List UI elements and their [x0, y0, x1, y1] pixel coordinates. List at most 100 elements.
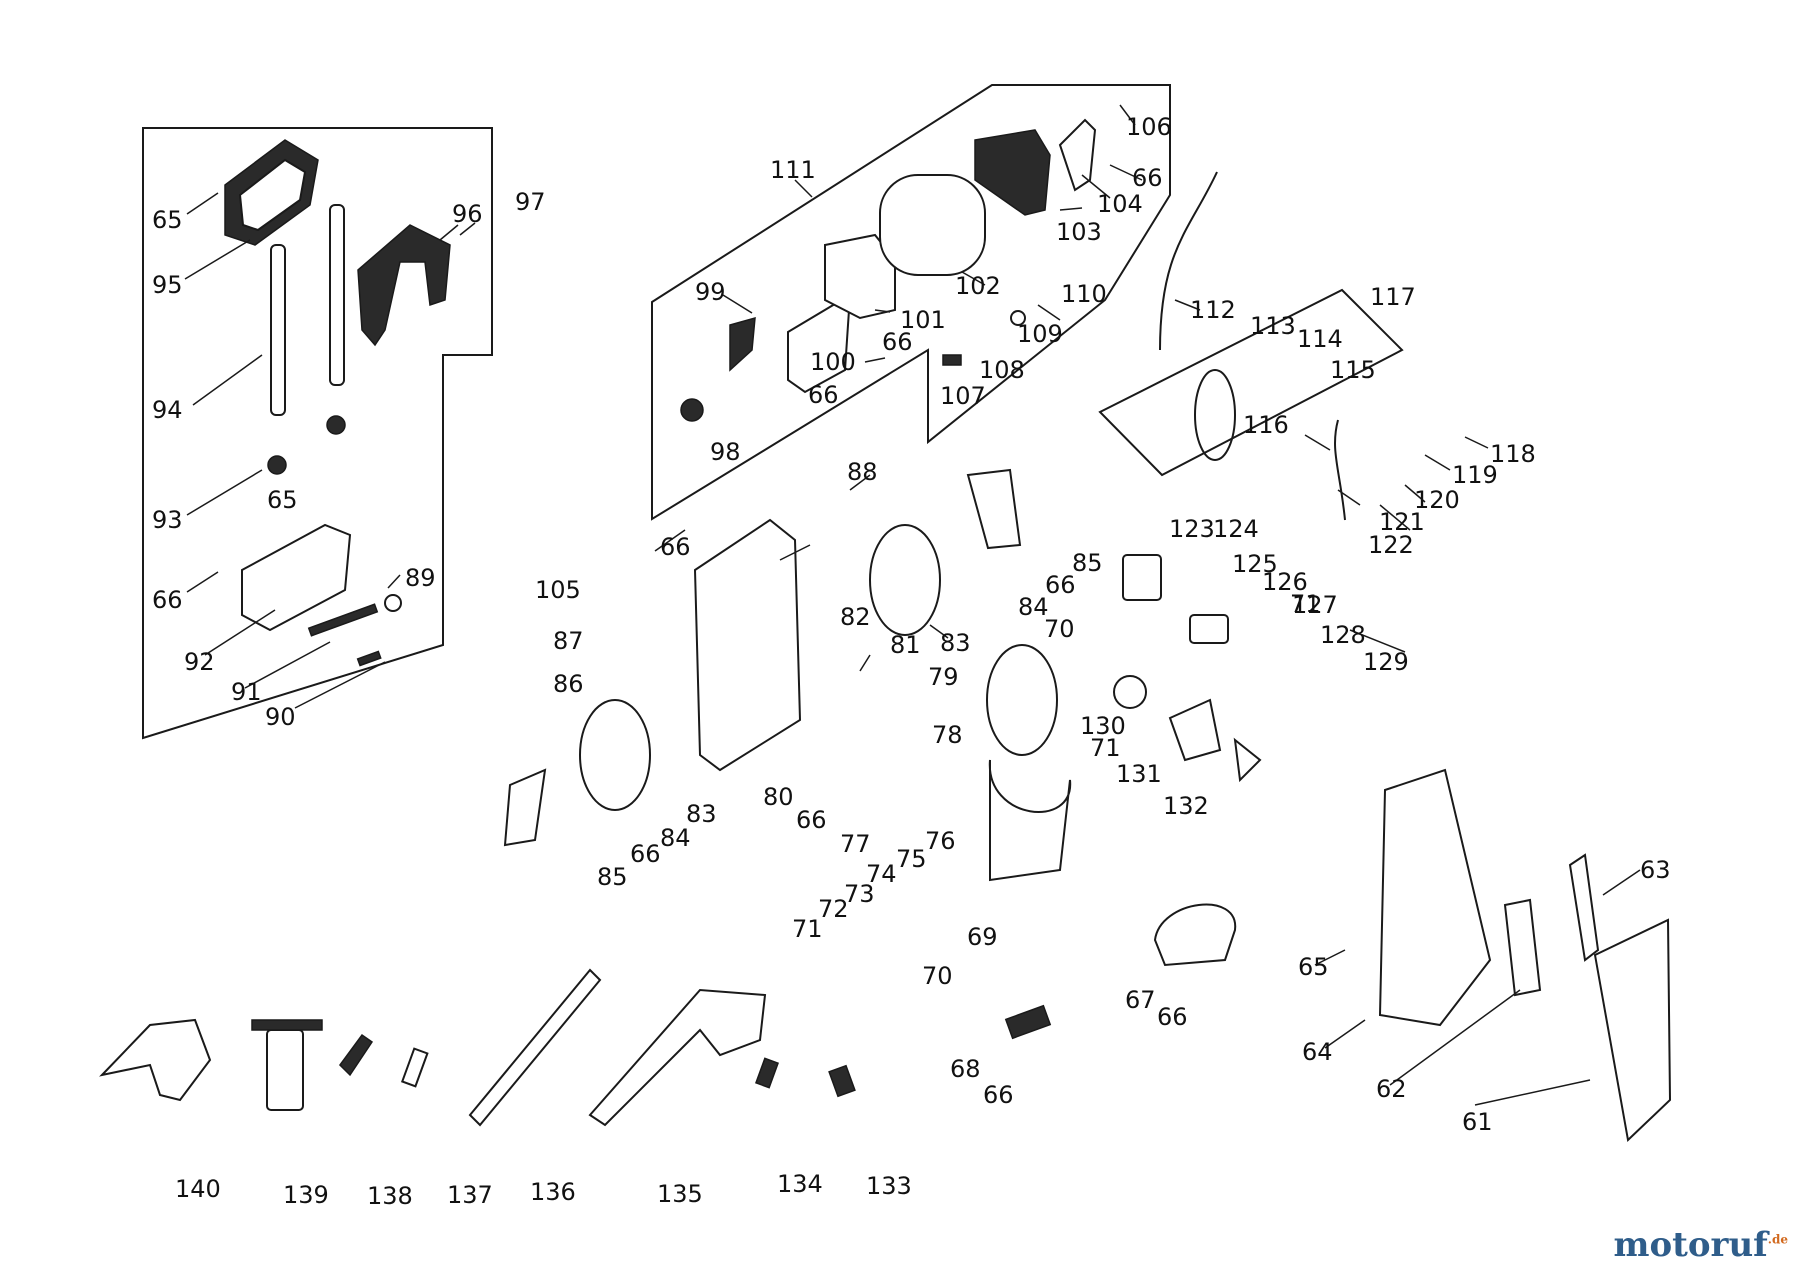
part-number-label: 101 — [900, 306, 946, 334]
part-number-label: 83 — [940, 629, 971, 657]
part-number-label: 97 — [515, 188, 546, 216]
part-number-label: 127 — [1292, 591, 1338, 619]
main-body-parts — [503, 468, 1262, 882]
part-number-label: 69 — [967, 923, 998, 951]
part-number-label: 100 — [810, 348, 856, 376]
accessory-parts — [99, 968, 856, 1127]
part-number-label: 128 — [1320, 621, 1366, 649]
part-number-label: 88 — [847, 458, 878, 486]
part-number-label: 89 — [405, 564, 436, 592]
cable-group-outline — [1098, 288, 1404, 477]
part-number-label: 98 — [710, 438, 741, 466]
part-number-label: 64 — [1302, 1038, 1333, 1066]
part-number-label: 84 — [660, 824, 691, 852]
part-number-label: 65 — [267, 486, 298, 514]
part-number-label: 85 — [597, 863, 628, 891]
part-number-label: 66 — [1045, 571, 1076, 599]
part-number-label: 138 — [367, 1182, 413, 1210]
part-number-label: 129 — [1363, 648, 1409, 676]
part-number-label: 102 — [955, 272, 1001, 300]
part-number-label: 66 — [983, 1081, 1014, 1109]
part-number-label: 66 — [152, 586, 183, 614]
part-number-label: 72 — [818, 895, 849, 923]
pump-head-parts — [680, 118, 1097, 422]
part-number-label: 125 — [1232, 550, 1278, 578]
part-number-label: 131 — [1116, 760, 1162, 788]
part-number-label: 87 — [553, 627, 584, 655]
part-number-label: 118 — [1490, 440, 1536, 468]
part-number-label: 135 — [657, 1180, 703, 1208]
part-number-label: 107 — [940, 382, 986, 410]
part-number-label: 122 — [1368, 531, 1414, 559]
part-number-label: 124 — [1213, 515, 1259, 543]
part-number-label: 68 — [950, 1055, 981, 1083]
part-number-label: 66 — [630, 840, 661, 868]
part-number-label: 81 — [890, 631, 921, 659]
part-number-label: 130 — [1080, 712, 1126, 740]
part-number-label: 90 — [265, 703, 296, 731]
part-number-label: 61 — [1462, 1108, 1493, 1136]
watermark-tld: .de — [1767, 1232, 1788, 1247]
watermark-name: motoruf — [1613, 1225, 1768, 1265]
part-number-label: 132 — [1163, 792, 1209, 820]
part-number-label: 133 — [866, 1172, 912, 1200]
part-number-label: 104 — [1097, 190, 1143, 218]
part-number-label: 126 — [1262, 568, 1308, 596]
part-number-label: 123 — [1169, 515, 1215, 543]
part-number-label: 119 — [1452, 461, 1498, 489]
part-number-label: 77 — [840, 830, 871, 858]
part-number-label: 106 — [1126, 113, 1172, 141]
part-number-label: 83 — [686, 800, 717, 828]
part-number-label: 73 — [844, 880, 875, 908]
part-number-label: 85 — [1072, 549, 1103, 577]
part-number-label: 110 — [1061, 280, 1107, 308]
part-number-label: 71 — [792, 915, 823, 943]
part-number-label: 95 — [152, 271, 183, 299]
part-number-label: 65 — [1298, 953, 1329, 981]
part-number-label: 66 — [796, 806, 827, 834]
part-number-label: 74 — [866, 860, 897, 888]
part-number-label: 92 — [184, 648, 215, 676]
part-number-label: 96 — [452, 200, 483, 228]
part-number-label: 112 — [1190, 296, 1236, 324]
part-number-label: 120 — [1414, 486, 1460, 514]
part-number-label: 78 — [932, 721, 963, 749]
part-number-label: 115 — [1330, 356, 1376, 384]
part-number-label: 84 — [1018, 593, 1049, 621]
motor-pump-group-outline — [651, 84, 1171, 521]
part-number-label: 76 — [925, 827, 956, 855]
part-number-label: 117 — [1370, 283, 1416, 311]
part-number-label: 63 — [1640, 856, 1671, 884]
part-number-label: 70 — [1044, 615, 1075, 643]
part-number-label: 108 — [979, 356, 1025, 384]
part-number-label: 116 — [1243, 411, 1289, 439]
part-number-label: 79 — [928, 663, 959, 691]
part-number-label: 66 — [1132, 164, 1163, 192]
part-number-label: 109 — [1017, 320, 1063, 348]
part-numbers: 61 62 63 64 65 65 65 66 66 66 66 66 66 6… — [152, 113, 1671, 1210]
part-number-label: 67 — [1125, 986, 1156, 1014]
part-number-label: 140 — [175, 1175, 221, 1203]
hose-cable-parts — [1159, 171, 1346, 521]
part-number-label: 66 — [1157, 1003, 1188, 1031]
part-number-label: 91 — [231, 678, 262, 706]
handle-parts — [224, 139, 451, 667]
watermark-logo: motoruf.de — [1614, 1225, 1789, 1265]
part-number-label: 66 — [808, 381, 839, 409]
part-number-label: 82 — [840, 603, 871, 631]
part-number-label: 62 — [1376, 1075, 1407, 1103]
part-number-label: 71 — [1290, 590, 1321, 618]
part-number-label: 134 — [777, 1170, 823, 1198]
part-number-label: 111 — [770, 156, 816, 184]
part-number-label: 103 — [1056, 218, 1102, 246]
part-number-label: 121 — [1379, 508, 1425, 536]
part-number-label: 114 — [1297, 325, 1343, 353]
part-number-label: 139 — [283, 1181, 329, 1209]
part-number-label: 65 — [152, 206, 183, 234]
leader-lines — [184, 104, 1641, 1106]
housing-parts — [1004, 768, 1672, 1143]
part-number-label: 66 — [882, 328, 913, 356]
part-number-label: 93 — [152, 506, 183, 534]
part-number-label: 75 — [896, 845, 927, 873]
